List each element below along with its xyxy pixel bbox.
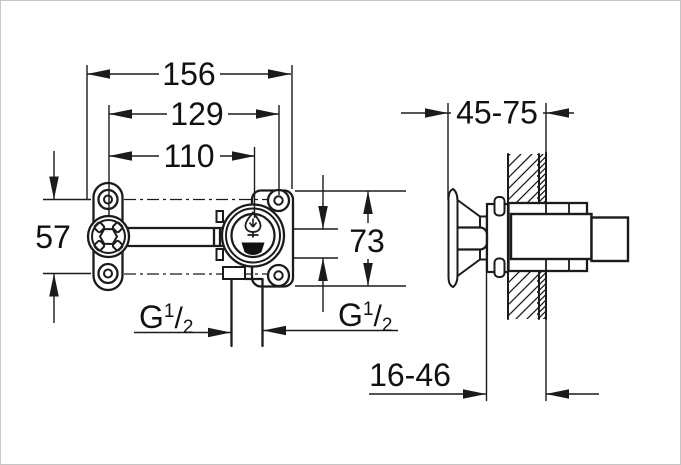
- wall-section: [507, 152, 547, 320]
- screw-hole-bottom-left: [103, 268, 113, 279]
- body-side: [509, 212, 593, 261]
- rosette-trumpet: [456, 199, 488, 277]
- screw-hole-top-right: [273, 195, 284, 206]
- left-bracket-screw-boss-bottom: [97, 262, 119, 285]
- dim-45-75-label: 45-75: [456, 95, 538, 131]
- dimension-port-reference: [293, 175, 338, 312]
- wall-hatch-top: [508, 154, 546, 203]
- left-hub: [86, 214, 131, 259]
- left-bracket-screw-boss-top: [97, 188, 119, 211]
- dimension-110: 110: [109, 138, 256, 218]
- wall-face-lines: [507, 152, 547, 320]
- dim-110-label: 110: [163, 138, 214, 174]
- dim-129-label: 129: [170, 96, 223, 132]
- supply-tube: [230, 277, 264, 348]
- hex-socket: [98, 228, 119, 245]
- thread-label-left-text: G1/2: [139, 299, 193, 338]
- wall-hatch-bottom: [508, 271, 546, 319]
- dimension-45-75: 45-75: [401, 95, 574, 200]
- connection-block: [590, 216, 630, 263]
- side-view: [447, 152, 630, 320]
- connecting-bar: [126, 226, 225, 248]
- thread-label-right-text: G1/2: [338, 297, 392, 336]
- clip-top: [493, 196, 506, 217]
- left-hub-inner-circle: [91, 219, 126, 254]
- dimension-73: 73: [295, 190, 406, 287]
- dimension-156: 156: [86, 56, 293, 199]
- dimension-129: 129: [108, 96, 280, 217]
- clip-bottom: [493, 257, 506, 278]
- dim-73-label: 73: [349, 223, 385, 259]
- dim-57-label: 57: [35, 219, 71, 255]
- right-plate-ear-bottom: [266, 263, 291, 288]
- valve-dark-port: [241, 242, 265, 255]
- valve-front: [215, 203, 286, 348]
- screw-hole-top-left: [103, 194, 113, 205]
- valve-bottom-box: [222, 266, 246, 280]
- dim-16-46-label: 16-46: [369, 357, 451, 393]
- thread-label-right: G1/2: [263, 297, 398, 336]
- valve-left-tab-top: [215, 210, 224, 223]
- dimension-57: 57: [35, 151, 91, 323]
- dimension-16-46: 16-46: [369, 214, 599, 401]
- grohe-spray-icon: [244, 211, 262, 238]
- thread-label-left: G1/2: [134, 299, 231, 338]
- front-view: [86, 181, 295, 348]
- valve-inner-circle: [230, 212, 276, 259]
- valve-mid-circle: [225, 207, 281, 264]
- rosette-side: [447, 187, 459, 289]
- left-hub-outer-circle: [86, 214, 131, 259]
- valve-left-tab-bottom: [215, 248, 224, 261]
- screw-hole-bottom-right: [273, 270, 284, 281]
- dim-156-label: 156: [162, 56, 215, 92]
- left-hub-slots: [93, 221, 124, 252]
- flange-plate-steps: [545, 203, 570, 271]
